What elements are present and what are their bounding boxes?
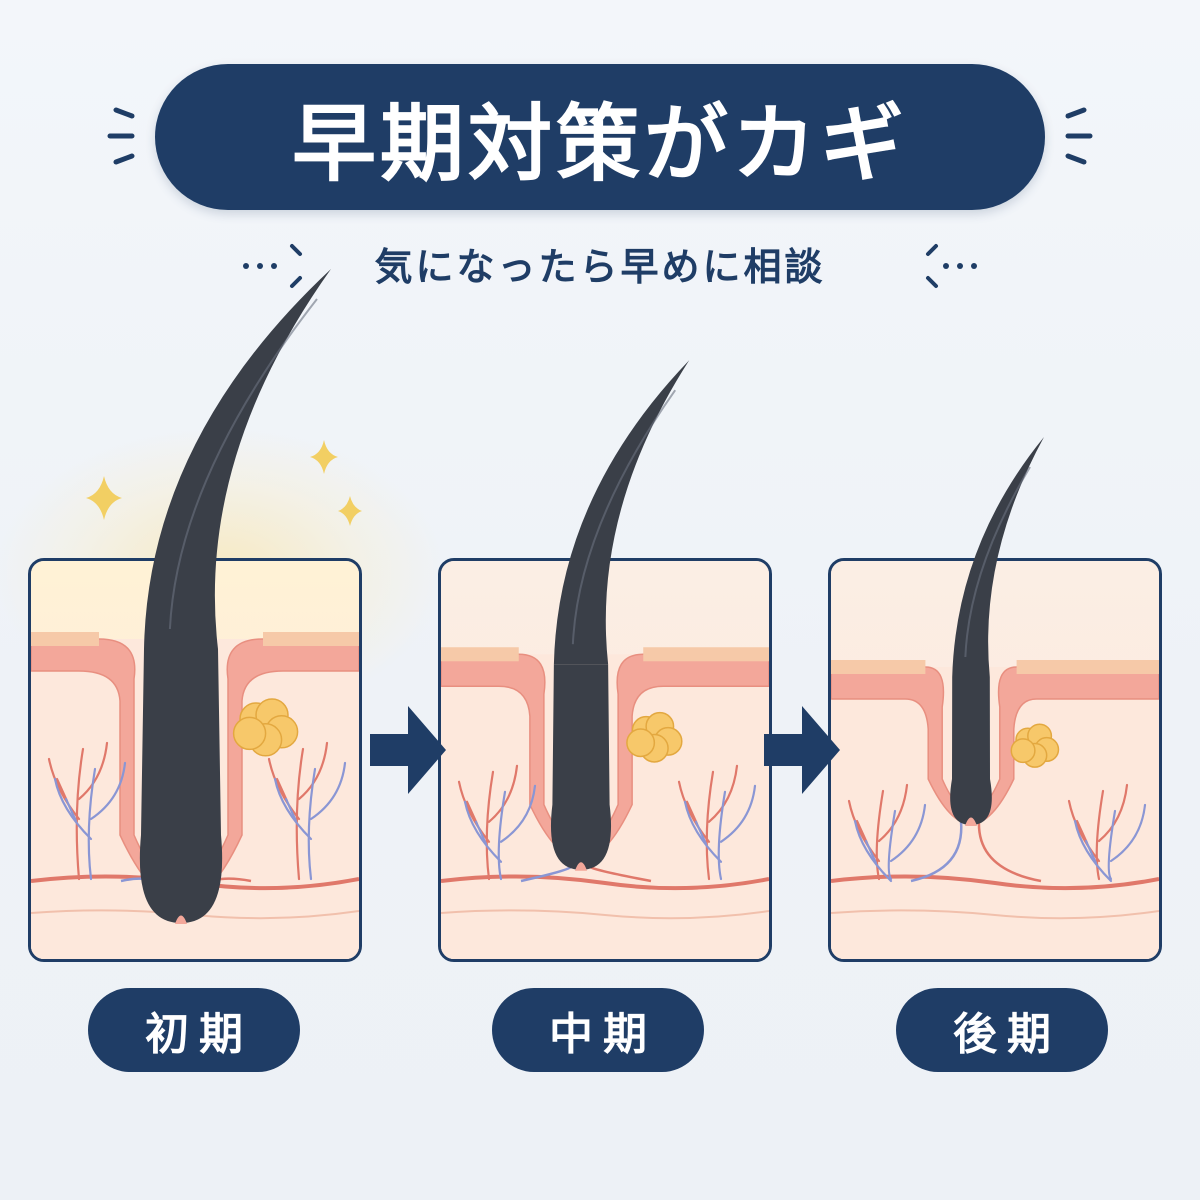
stage-badge-middle: 中期 <box>492 988 704 1072</box>
stage-panel-late <box>828 558 1162 962</box>
stage-panel-early <box>28 558 362 962</box>
stage-label: 中期 <box>549 1009 657 1060</box>
dermal-papilla <box>175 915 187 924</box>
stage-label: 後期 <box>953 1009 1061 1060</box>
artery-branch <box>267 741 329 881</box>
stage-badge-late: 後期 <box>896 988 1108 1072</box>
epidermis-layer <box>31 638 359 902</box>
vein-branch <box>853 803 927 883</box>
right-arrow-icon <box>370 706 446 794</box>
hair-root <box>139 649 223 923</box>
skin-cross-section <box>831 561 1159 959</box>
sebaceous-gland <box>1010 723 1060 768</box>
dermal-papilla <box>965 817 977 826</box>
deep-artery-line <box>441 874 769 891</box>
epidermis-layer <box>831 666 1159 825</box>
dermal-papilla <box>575 862 587 871</box>
title-banner: 早期対策がカギ <box>155 64 1045 210</box>
artery-branch <box>1067 783 1129 881</box>
sebaceous-gland <box>626 711 683 763</box>
stage-panel-middle <box>438 558 772 962</box>
page-title: 早期対策がカギ <box>291 94 908 193</box>
vein-branch <box>53 761 127 881</box>
papilla-vein <box>910 820 963 883</box>
artery-branch <box>677 764 739 881</box>
artery-branch <box>47 741 109 881</box>
subcutis-line <box>831 909 1159 920</box>
skin-cross-section <box>31 561 359 959</box>
hair-root <box>550 664 612 870</box>
vein-branch <box>683 784 757 881</box>
vein-branch <box>273 761 347 881</box>
right-arrow-icon <box>764 706 840 794</box>
page-subtitle: 気になったら早めに相談 <box>374 245 826 289</box>
vein-branch <box>463 784 537 881</box>
stage-label: 初期 <box>145 1009 253 1060</box>
skin-cross-section <box>441 561 769 959</box>
hair-root <box>950 677 992 825</box>
papilla-artery <box>977 820 1042 883</box>
deep-artery-line <box>831 874 1159 891</box>
subcutis-line <box>441 909 769 920</box>
artery-branch <box>457 764 519 881</box>
sebaceous-gland <box>232 698 299 757</box>
vein-branch <box>1073 803 1147 883</box>
stage-badge-early: 初期 <box>88 988 300 1072</box>
artery-branch <box>847 783 909 881</box>
